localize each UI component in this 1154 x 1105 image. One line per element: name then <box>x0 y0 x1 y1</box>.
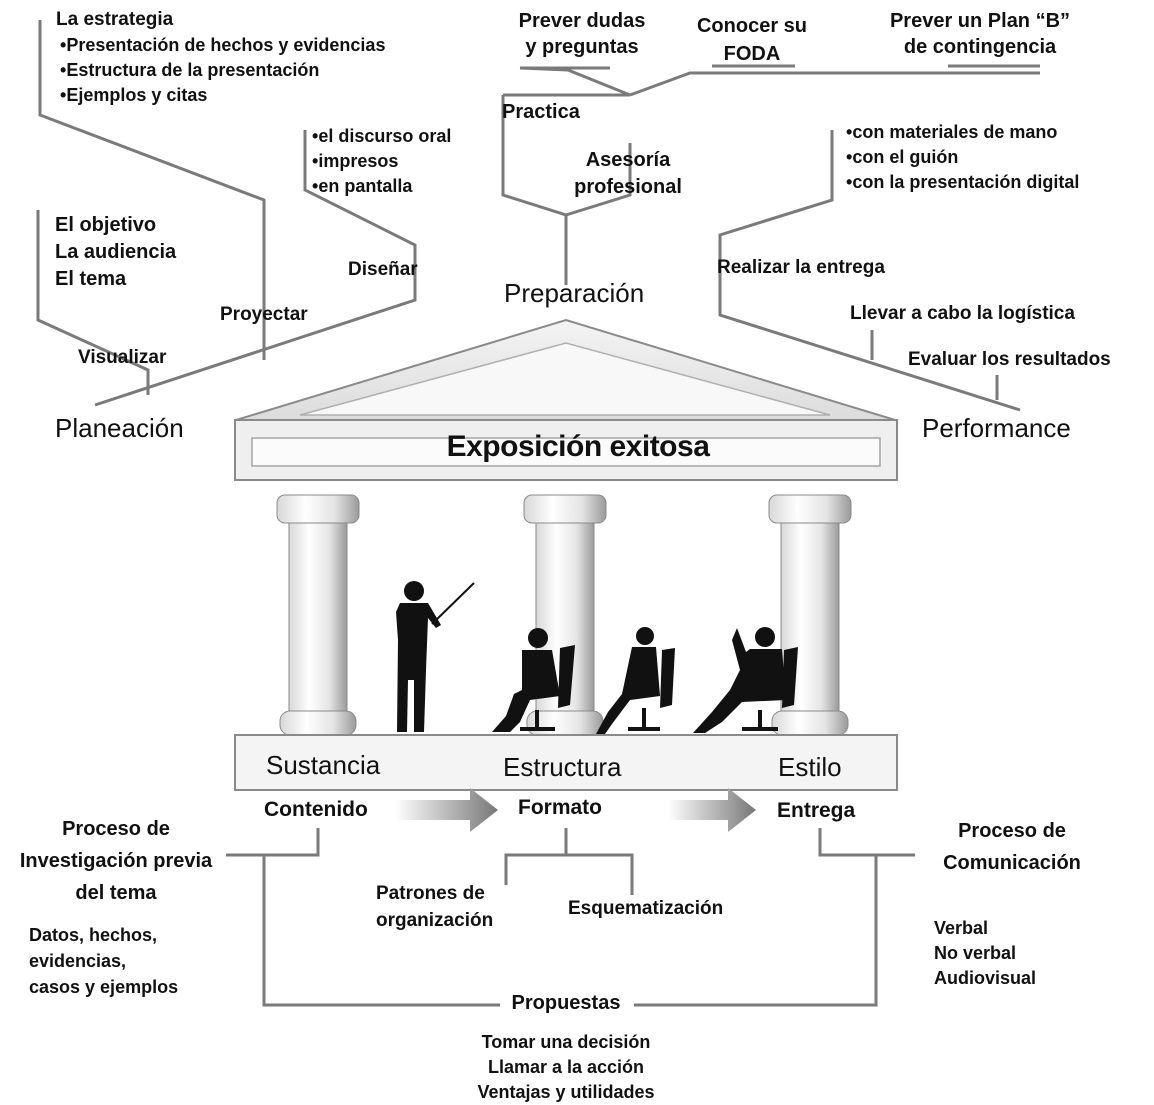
patrones-line: organización <box>376 910 494 931</box>
asesoria-line: Asesoría <box>585 149 671 171</box>
estructura-label: Estructura <box>503 752 622 782</box>
entrega-item: con la presentación digital <box>846 170 1079 195</box>
comunicacion-item: Audiovisual <box>934 968 1037 988</box>
pediment-inner <box>299 342 831 416</box>
disenar-item: en pantalla <box>312 174 451 199</box>
practica-label: Practica <box>502 101 580 123</box>
listener-silhouette-2 <box>596 627 675 734</box>
formato-bracket <box>504 828 568 885</box>
estrategia-title: La estrategia <box>56 9 174 30</box>
connector-lines <box>36 20 1040 1007</box>
visualizar-item: El tema <box>55 268 127 290</box>
entablature-band <box>251 437 881 467</box>
realizar-entrega-label: Realizar la entrega <box>717 257 885 278</box>
temple-base <box>234 734 898 791</box>
visualizar-item: La audiencia <box>55 241 177 263</box>
planeacion-label: Planeación <box>55 413 184 443</box>
evaluar-label: Evaluar los resultados <box>908 349 1111 370</box>
investigacion-items: Datos, hechos, evidencias, casos y ejemp… <box>29 922 178 1000</box>
foda-line: Conocer su <box>696 15 808 37</box>
foda-label: Conocer su FODA <box>697 12 807 68</box>
disenar-item: impresos <box>312 149 451 174</box>
dudas-label: Prever dudas y preguntas <box>519 8 646 60</box>
investigacion-line: Investigación previa <box>19 850 213 872</box>
foda-link <box>629 71 1040 97</box>
propuestas-items: Tomar una decisión Llamar a la acción Ve… <box>477 1030 654 1105</box>
arrow-formato-entrega <box>668 788 756 832</box>
visualizar-label: Visualizar <box>78 347 167 368</box>
comunicacion-title: Proceso de Comunicación <box>943 815 1081 879</box>
preparacion-stem <box>501 95 568 285</box>
patrones-line: Patrones de <box>376 883 485 904</box>
planeacion-trunk <box>94 130 417 407</box>
propuestas-item: Tomar una decisión <box>481 1032 651 1052</box>
diagram-title: Exposición exitosa <box>446 430 710 463</box>
entrega-list: con materiales de mano con el guión con … <box>846 120 1079 195</box>
patrones-label: Patrones de organización <box>376 880 493 934</box>
contenido-label: Contenido <box>264 798 368 821</box>
disenar-label: Diseñar <box>348 259 418 280</box>
proyectar-label: Proyectar <box>220 304 308 325</box>
asesoria-label: Asesoría profesional <box>574 147 682 201</box>
disenar-list: el discurso oral impresos en pantalla <box>312 124 451 199</box>
entrega-item: con materiales de mano <box>846 120 1079 145</box>
estrategia-list: Presentación de hechos y evidencias Estr… <box>60 33 385 108</box>
listener-silhouette-3 <box>693 627 798 733</box>
propuestas-item: Ventajas y utilidades <box>477 1082 655 1102</box>
entrega-flow-label: Entrega <box>777 799 856 822</box>
audience-silhouettes <box>396 581 798 734</box>
estrategia-item: Presentación de hechos y evidencias <box>60 33 385 58</box>
dudas-line: y preguntas <box>525 36 639 58</box>
investigacion-item: evidencias, <box>29 951 127 971</box>
investigacion-line: Proceso de <box>62 818 170 840</box>
dudas-link <box>519 66 631 97</box>
propuestas-title: Propuestas <box>511 992 621 1014</box>
temple <box>234 318 898 791</box>
propuestas-item: Llamar a la acción <box>487 1057 645 1077</box>
entrega-item: con el guión <box>846 145 1079 170</box>
investigacion-item: casos y ejemplos <box>29 977 179 997</box>
formato-bracket-right <box>566 853 634 895</box>
estrategia-item: Ejemplos y citas <box>60 83 385 108</box>
column-left <box>276 494 360 736</box>
visualizar-stem <box>36 210 150 395</box>
esquematizacion-label: Esquematización <box>568 898 724 919</box>
investigacion-line: del tema <box>75 882 157 904</box>
visualizar-item: El objetivo <box>55 214 157 236</box>
dudas-line: Prever dudas <box>518 10 646 32</box>
comunicacion-item: Verbal <box>934 918 989 938</box>
performance-label: Performance <box>922 413 1071 443</box>
comunicacion-item: No verbal <box>934 943 1017 963</box>
investigacion-title: Proceso de Investigación previa del tema <box>20 813 212 909</box>
foda-line: FODA <box>723 43 781 65</box>
comunicacion-line: Comunicación <box>943 852 1081 874</box>
propuestas-loop-right <box>634 855 878 1007</box>
preparacion-label: Preparación <box>504 278 645 308</box>
investigacion-item: Datos, hechos, <box>29 925 158 945</box>
visualizar-list: El objetivo La audiencia El tema <box>55 212 176 293</box>
asesoria-link <box>565 143 632 217</box>
asesoria-line: profesional <box>574 176 682 198</box>
planb-line: de contingencia <box>903 36 1057 58</box>
arrow-contenido-formato <box>395 788 498 832</box>
estilo-label: Estilo <box>778 752 842 782</box>
sustancia-label: Sustancia <box>266 750 381 780</box>
entrega-link <box>818 828 915 857</box>
logistica-label: Llevar a cabo la logística <box>850 303 1075 324</box>
comunicacion-line: Proceso de <box>958 820 1066 842</box>
performance-trunk <box>718 130 1021 412</box>
listener-silhouette-1 <box>492 628 575 732</box>
estrategia-item: Estructura de la presentación <box>60 58 385 83</box>
comunicacion-items: Verbal No verbal Audiovisual <box>934 916 1036 991</box>
planb-line: Prever un Plan “B” <box>889 10 1071 32</box>
presenter-silhouette <box>396 581 475 732</box>
formato-label: Formato <box>518 796 602 819</box>
proyectar-stem <box>38 20 266 360</box>
planb-label: Prever un Plan “B” de contingencia <box>890 8 1070 60</box>
propuestas-loop <box>262 855 500 1007</box>
contenido-link <box>226 828 320 857</box>
disenar-item: el discurso oral <box>312 124 451 149</box>
